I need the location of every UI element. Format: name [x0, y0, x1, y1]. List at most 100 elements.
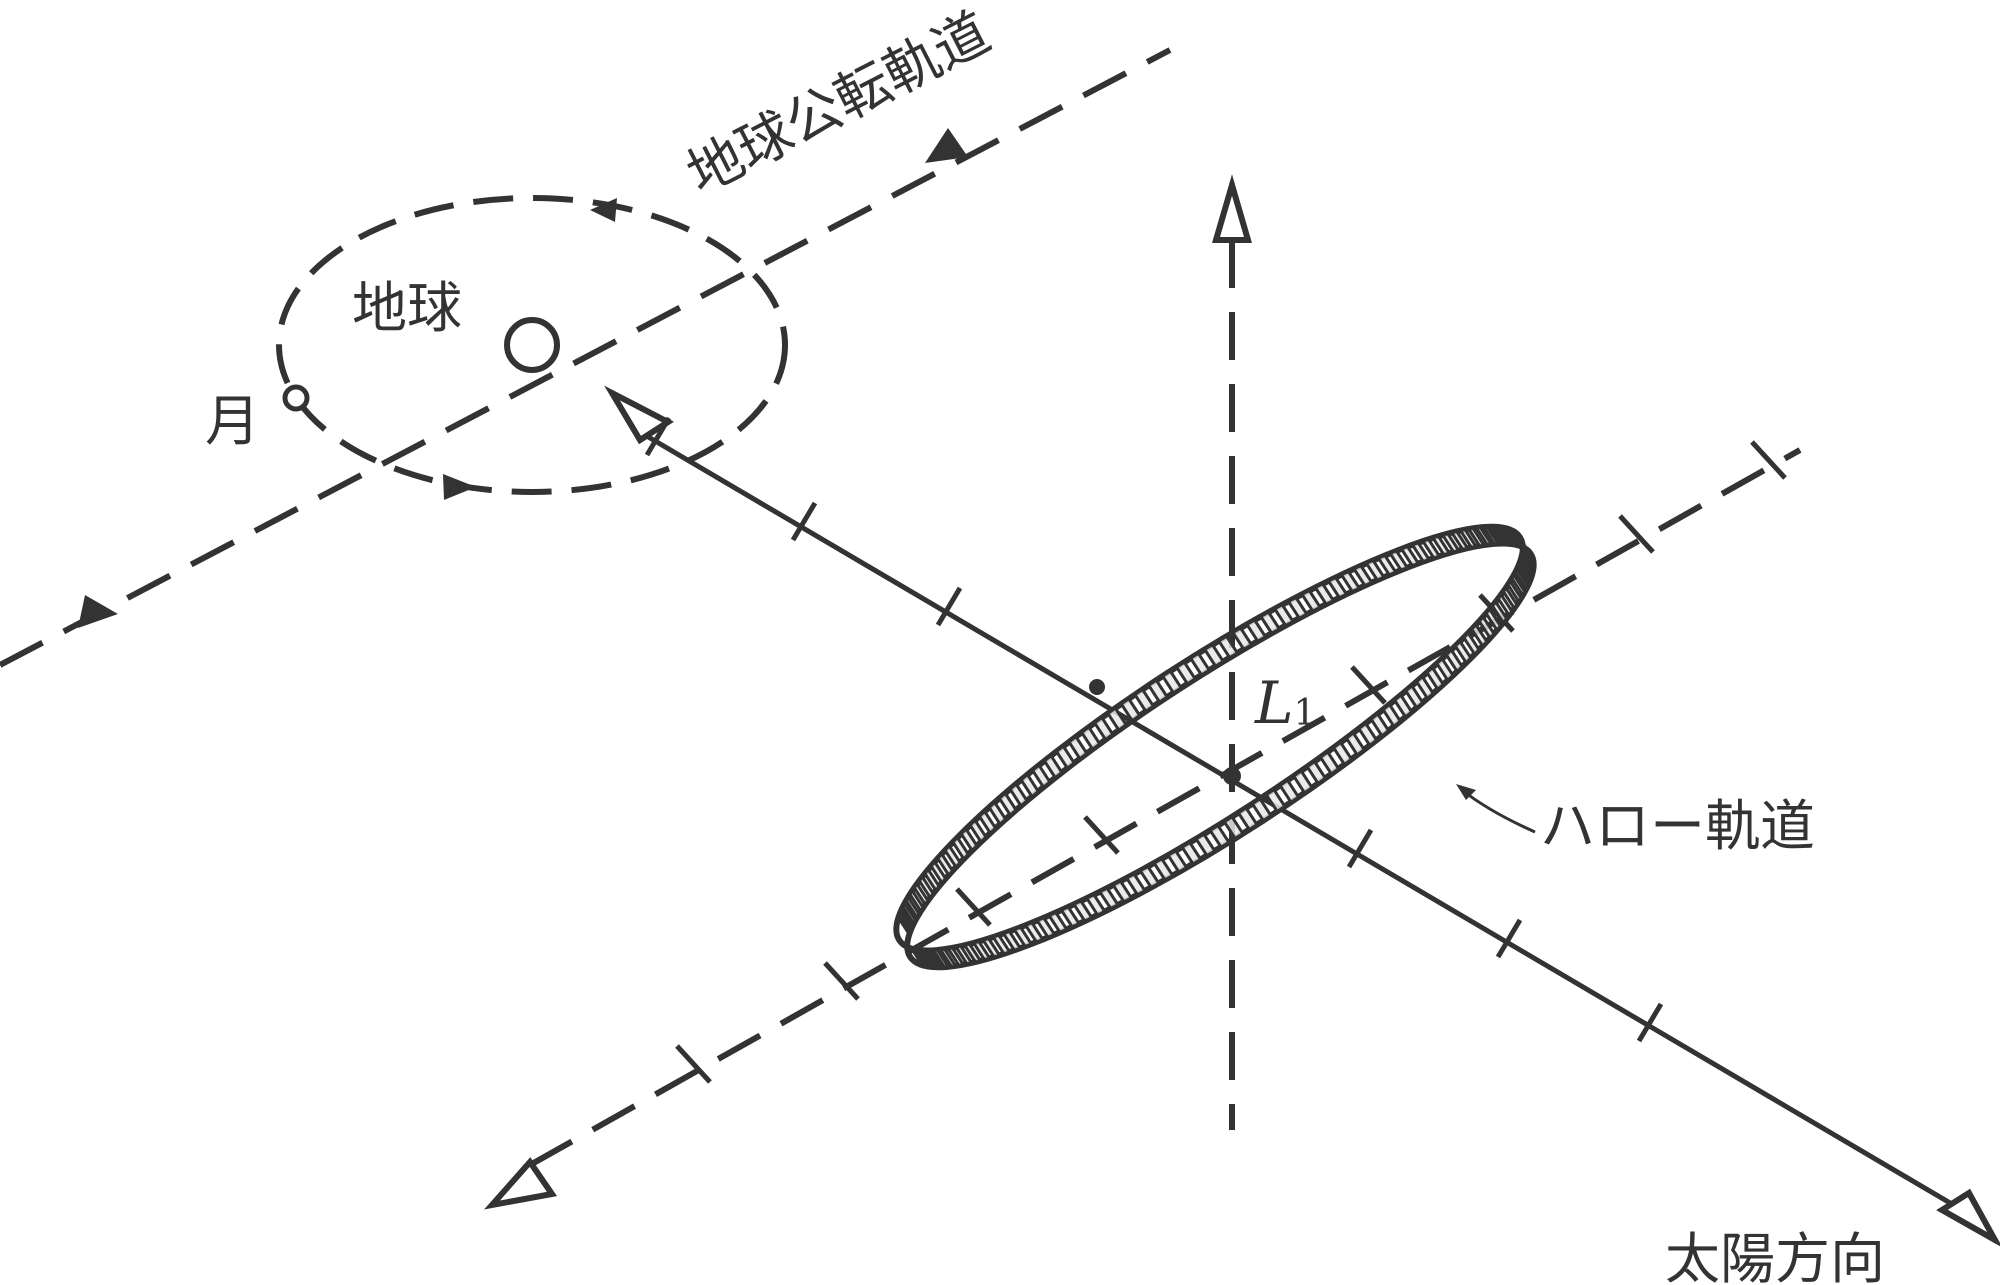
halo-hatch-segment — [924, 948, 945, 969]
halo-hatch-segment — [1138, 864, 1161, 890]
halo-hatch-segment — [1151, 856, 1175, 882]
halo-hatch-segment — [896, 911, 912, 938]
halo-hatch-segment — [1132, 687, 1156, 714]
halo-hatch-segment — [1059, 904, 1082, 929]
sun-direction-label: 太陽方向 — [1665, 1227, 1885, 1285]
orbit-parallel-axis-tick — [823, 961, 860, 1001]
earth-orbit-path — [0, 47, 1172, 668]
earth-marker — [504, 317, 560, 373]
orbit-parallel-axis-tick — [955, 887, 992, 927]
halo-hatch-segment — [918, 948, 939, 969]
moon-orbit — [276, 195, 788, 500]
halo-hatch-segment — [1496, 592, 1514, 618]
halo-hatch-segment — [1520, 549, 1535, 577]
orbit-parallel-axis-tick — [675, 1044, 712, 1084]
vertical-axis-arrow — [1212, 174, 1252, 243]
halo-hatch-segment — [1376, 553, 1399, 577]
halo-hatch-segment — [1440, 531, 1462, 554]
halo-hatch-segment — [1420, 537, 1442, 560]
halo-hatch-segment — [938, 947, 959, 969]
halo-hatch-segment — [1012, 925, 1034, 949]
moon-marker — [282, 384, 310, 412]
halo-hatch-segment — [1369, 711, 1391, 739]
vertical-axis — [1212, 174, 1252, 1130]
halo-label-leader — [1456, 784, 1536, 834]
halo-hatch-segment — [1174, 660, 1198, 686]
halo-hatch-segment — [943, 843, 963, 870]
halo-hatch-segment — [1453, 639, 1473, 666]
halo-hatch-segment — [1119, 696, 1142, 723]
halo-hatch-segment — [1305, 759, 1328, 786]
halo-hatch-segment — [1424, 665, 1446, 692]
halo-hatch-segment — [1480, 525, 1501, 546]
halo-hatch-segment — [1344, 730, 1367, 758]
halo-hatch-segment — [1356, 721, 1379, 748]
halo-hatch-segment — [1392, 692, 1414, 720]
halo-hatch-segment — [898, 906, 915, 933]
halo-hatch-segment — [1066, 734, 1089, 761]
halo-hatch-segment — [904, 894, 921, 921]
halo-hatch-segment — [1449, 529, 1471, 552]
halo-hatch-segment — [1124, 872, 1148, 897]
halo-hatch-segment — [971, 939, 993, 962]
halo-hatch-segment — [1092, 715, 1115, 742]
moon-orbit-arrow-bottom — [443, 474, 476, 500]
halo-hatch-segment — [1444, 647, 1465, 674]
halo-hatch-segment — [1299, 588, 1323, 614]
halo-hatch-segment — [1434, 656, 1455, 683]
orbit-parallel-axis-tick — [1350, 665, 1387, 705]
l1-label: L1 — [1254, 669, 1316, 737]
sun-axis-arrow-head — [1936, 1188, 2000, 1247]
halo-hatch-segment — [1387, 548, 1410, 572]
halo-hatch-segment — [1484, 606, 1503, 633]
halo-hatch-segment — [1054, 744, 1077, 771]
halo-hatch-segment — [1331, 740, 1354, 767]
halo-hatch-segment — [977, 809, 998, 836]
halo-near-point — [1089, 679, 1105, 695]
halo-hatch-segment — [1216, 634, 1240, 660]
moon-label: 月 — [205, 389, 260, 453]
orbit-direction-arrow-lower — [78, 595, 118, 628]
halo-hatch-segment — [1105, 706, 1129, 733]
halo-hatch-segment — [1516, 560, 1532, 587]
halo-hatch-segment — [1071, 899, 1094, 924]
orbit-parallel-axis-arrow — [484, 1157, 558, 1210]
halo-hatch-segment — [1473, 525, 1494, 547]
sun-axis-tick — [935, 586, 963, 627]
halo-hatch-segment — [1146, 678, 1170, 705]
halo-hatch-segment — [1458, 528, 1479, 550]
halo-hatch-segment — [1034, 915, 1057, 940]
halo-hatch-segment — [1019, 772, 1041, 799]
halo-hatch-segment — [908, 946, 929, 969]
halo-hatch-segment — [1501, 585, 1519, 611]
halo-hatch-segment — [1042, 753, 1064, 780]
halo-hatch-segment — [1469, 622, 1489, 649]
halo-hatch-segment — [1399, 544, 1421, 568]
halo-hatch-segment — [1490, 599, 1509, 626]
halo-hatch-segment — [901, 900, 918, 927]
halo-hatch-segment — [935, 851, 955, 878]
earth-orbit-label: 地球公転軌道 — [677, 0, 1000, 207]
halo-hatch-segment — [1202, 642, 1226, 669]
sun-axis-tick — [1495, 918, 1523, 959]
halo-hatch-segment — [908, 887, 925, 914]
sun-axis — [604, 385, 2000, 1247]
orbit-parallel-axis-tick — [1083, 815, 1120, 855]
halo-hatch-segment — [945, 946, 966, 968]
halo-hatch-segment — [1318, 749, 1341, 777]
halo-hatch-segment — [987, 800, 1008, 827]
halo-orbit-ring — [893, 523, 1537, 971]
sun-axis-tick — [1346, 828, 1374, 869]
sun-axis-tick — [1636, 1002, 1664, 1043]
halo-hatch-segment — [1079, 724, 1102, 752]
halo-hatch-segment — [1230, 625, 1254, 652]
halo-hatch-segment — [1513, 566, 1530, 593]
halo-hatch-segment — [1339, 569, 1362, 594]
halo-hatch-segment — [1381, 702, 1403, 729]
halo-hatch-segment — [1165, 848, 1189, 875]
halo-hatch-segment — [1264, 787, 1287, 814]
sun-axis-arrow-back — [604, 385, 674, 445]
sun-axis-tick — [790, 501, 818, 542]
halo-hatch-segment — [913, 947, 933, 969]
